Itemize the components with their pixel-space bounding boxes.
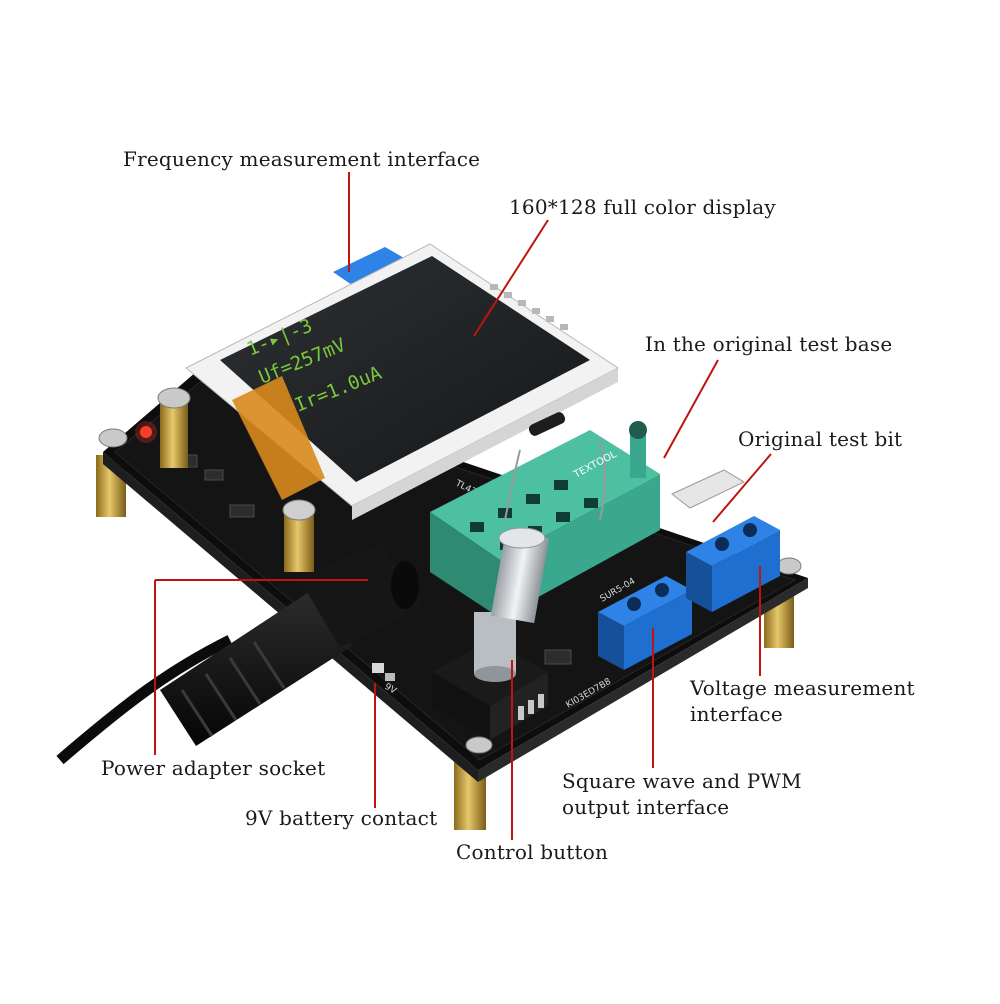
square-wave-terminal-block <box>598 576 692 670</box>
battery-contact-pad <box>372 663 384 673</box>
callout-test-bit: Original test bit <box>738 427 903 451</box>
display-module: 1-▸|-3 Uf=257mV Ir=1.0uA <box>185 243 619 520</box>
callout-square-wave-line-1: Square wave and PWM <box>562 769 802 793</box>
screw-right <box>776 557 802 575</box>
callout-frequency: Frequency measurement interface <box>123 147 481 171</box>
rotary-encoder <box>432 527 550 740</box>
screw-front <box>465 736 493 754</box>
callout-test-base: In the original test base <box>645 332 893 356</box>
callout-power: Power adapter socket <box>101 756 326 780</box>
callout-battery: 9V battery contact <box>245 806 438 830</box>
screw-middle <box>282 499 316 572</box>
callout-voltage-line-1: Voltage measurement <box>690 676 915 700</box>
callout-square-wave: Square wave and PWM output interface <box>562 768 802 820</box>
callout-voltage-line-2: interface <box>690 702 783 726</box>
callout-square-wave-line-2: output interface <box>562 795 730 819</box>
leader-line-test-bit <box>712 453 772 523</box>
voltage-terminal-block <box>686 516 780 612</box>
original-test-bit <box>671 469 746 509</box>
leader-line-display <box>473 219 549 337</box>
callout-display: 160*128 full color display <box>509 195 776 219</box>
callout-voltage: Voltage measurement interface <box>690 675 915 727</box>
leader-line-test-base <box>663 359 719 459</box>
callout-control: Control button <box>456 840 609 864</box>
screw-left <box>157 387 191 468</box>
screw-back-left <box>98 428 128 448</box>
power-adapter-plug <box>56 542 424 765</box>
